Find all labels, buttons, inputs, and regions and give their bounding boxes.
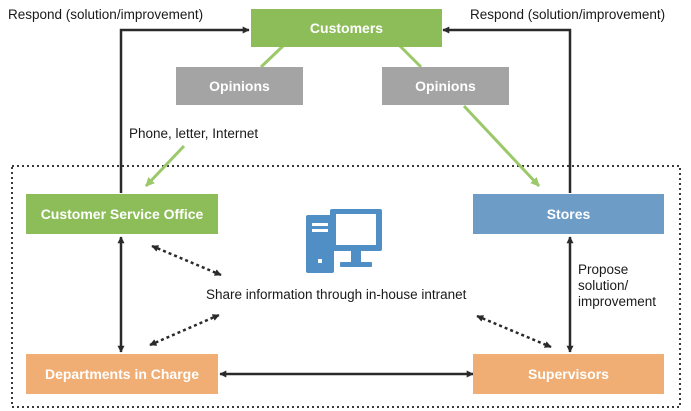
customers-box: Customers xyxy=(251,9,442,47)
share-info-label: Share information through in-house intra… xyxy=(206,287,467,302)
supervisors-share-arrow xyxy=(476,314,552,349)
opinions-left-label: Opinions xyxy=(209,78,270,94)
departments-in-charge-box: Departments in Charge xyxy=(26,354,218,394)
customers-to-opinions-right-connector xyxy=(398,44,423,69)
respond-right-arrow xyxy=(442,26,572,193)
departments-in-charge-label: Departments in Charge xyxy=(44,366,200,382)
channels-label: Phone, letter, Internet xyxy=(129,126,259,141)
propose-label: Propose solution/ improvement xyxy=(578,262,657,309)
cso-share-arrow xyxy=(151,244,222,277)
opinions-right-label: Opinions xyxy=(415,78,476,94)
opinions-right-box: Opinions xyxy=(382,67,509,105)
supervisors-label: Supervisors xyxy=(528,366,609,382)
opinions-right-to-stores-arrow xyxy=(462,104,541,188)
departments-share-arrow xyxy=(149,313,220,347)
stores-label: Stores xyxy=(546,206,591,222)
customers-label: Customers xyxy=(309,20,384,36)
supervisors-box: Supervisors xyxy=(473,354,664,394)
opinions-left-to-cso-arrow xyxy=(144,144,186,188)
customers-to-opinions-left-connector xyxy=(259,44,285,69)
respond-left-label: Respond (solution/improvement) xyxy=(8,7,204,22)
opinions-left-box: Opinions xyxy=(176,67,303,105)
respond-right-label: Respond (solution/improvement) xyxy=(470,7,666,22)
computer-icon xyxy=(306,209,382,273)
respond-left-arrow xyxy=(119,26,250,193)
customer-service-office-label: Customer Service Office xyxy=(40,206,204,222)
customer-service-office-box: Customer Service Office xyxy=(26,194,218,234)
stores-box: Stores xyxy=(473,194,664,234)
